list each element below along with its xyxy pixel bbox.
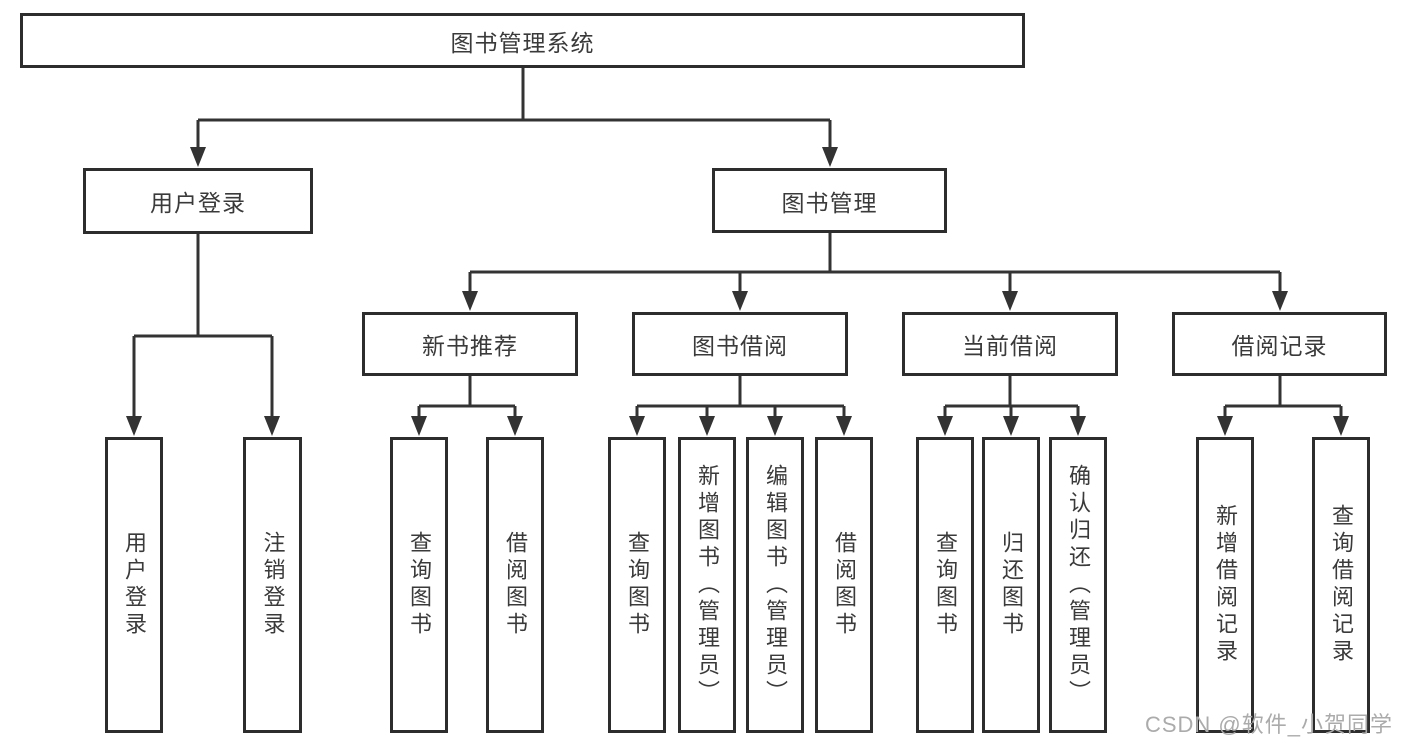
- connector-bookmgmt-to-level2: [462, 233, 1288, 311]
- leaf-query-borrow-record: 查询借阅记录: [1312, 437, 1370, 733]
- leaf-logout: 注销登录: [243, 437, 302, 733]
- connector-userlogin-to-leaves: [126, 234, 280, 436]
- leaf-confirm-return-admin: 确认归还（管理员）: [1049, 437, 1107, 733]
- leaf-query-books-borrowing: 查询图书: [608, 437, 666, 733]
- leaf-query-books-recommend: 查询图书: [390, 437, 448, 733]
- leaf-borrow-books-borrowing: 借阅图书: [815, 437, 873, 733]
- connector-newbook-to-leaves: [411, 376, 523, 436]
- leaf-add-books-admin: 新增图书（管理员）: [678, 437, 736, 733]
- node-current-borrowing: 当前借阅: [902, 312, 1118, 376]
- leaf-user-login: 用户登录: [105, 437, 163, 733]
- node-borrowing-records: 借阅记录: [1172, 312, 1387, 376]
- connector-currentborrow-to-leaves: [937, 376, 1086, 436]
- leaf-edit-books-admin: 编辑图书（管理员）: [746, 437, 804, 733]
- csdn-watermark: CSDN @软件_小贺同学: [1144, 712, 1393, 737]
- leaf-return-books: 归还图书: [982, 437, 1040, 733]
- node-library-management-system: 图书管理系统: [20, 13, 1025, 68]
- node-new-book-recommendation: 新书推荐: [362, 312, 578, 376]
- leaf-borrow-books-recommend: 借阅图书: [486, 437, 544, 733]
- connector-borrowrecord-to-leaves: [1217, 376, 1349, 436]
- node-book-management: 图书管理: [712, 168, 947, 233]
- node-book-borrowing: 图书借阅: [632, 312, 848, 376]
- leaf-query-books-current: 查询图书: [916, 437, 974, 733]
- connector-root-to-level1: [190, 68, 838, 167]
- leaf-add-borrow-record: 新增借阅记录: [1196, 437, 1254, 733]
- node-user-login: 用户登录: [83, 168, 313, 234]
- connector-bookborrow-to-leaves: [629, 376, 852, 436]
